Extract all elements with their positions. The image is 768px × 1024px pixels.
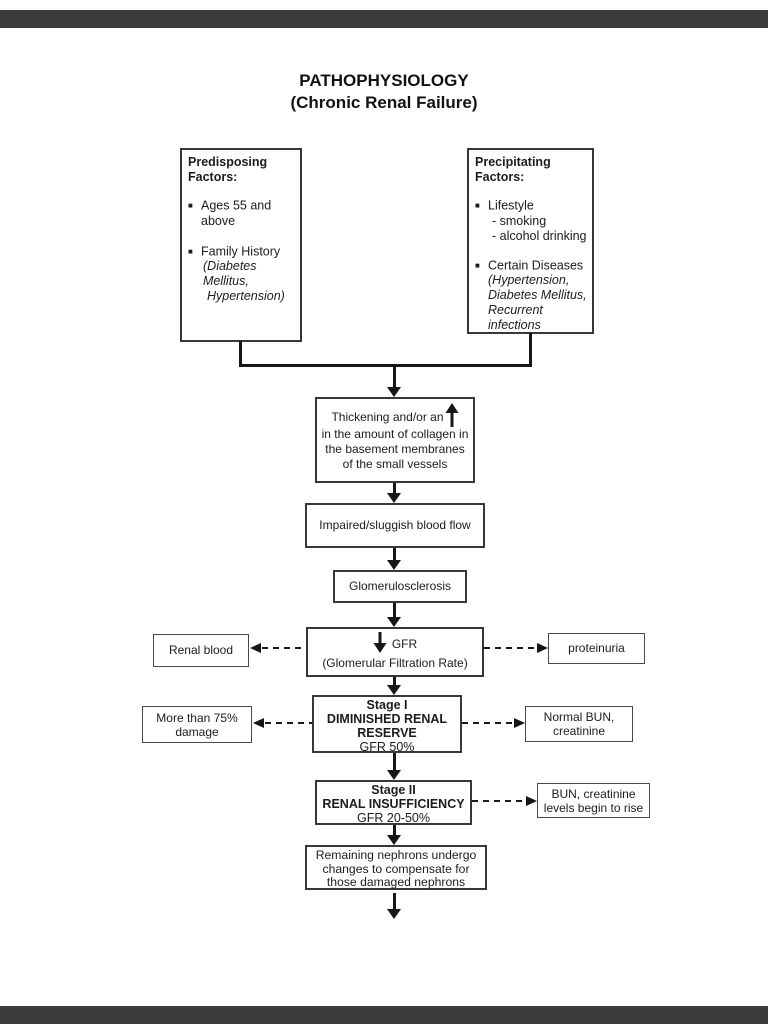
decrease-down-arrow-icon [373,632,387,653]
viewer-top-bar [0,10,768,28]
precipitating-item-diseases: ■Certain Diseases (Hypertension, Diabete… [475,258,587,332]
predisposing-item-family-history: ■Family History (Diabetes Mellitus, Hype… [188,244,285,303]
precipitating-factors-box: Precipitating Factors: ■Lifestyle - smok… [467,148,594,334]
dashed-arrow-left [253,718,312,729]
more-damage-note-box: More than 75% damage [142,706,252,743]
bullet-square-icon: ■ [475,260,480,270]
viewer-bottom-bar [0,1006,768,1024]
dashed-arrow-right [472,796,537,807]
title-line-2: (Chronic Renal Failure) [290,93,478,112]
connector-horizontal-line [239,364,532,367]
precipitating-item-lifestyle: ■Lifestyle - smoking - alcohol drinking [475,198,587,243]
collagen-thickening-box: Thickening and/or an in the amount of co… [315,397,475,483]
dashed-arrow-right [484,643,548,654]
proteinuria-note-box: proteinuria [548,633,645,664]
stage1-diminished-renal-reserve-box: Stage I DIMINISHED RENAL RESERVE GFR 50% [312,695,462,754]
increase-up-arrow-icon [445,403,459,427]
dashed-arrow-left [250,643,306,654]
bullet-square-icon: ■ [475,201,480,210]
decreased-gfr-box: GFR (Glomerular Filtration Rate) [306,627,484,677]
predisposing-factors-box: Predisposing Factors: ■Ages 55 and above… [180,148,302,342]
connector-left-stub [239,341,242,367]
bun-rise-note-box: BUN, creatinine levels begin to rise [537,783,650,818]
glomerulosclerosis-box: Glomerulosclerosis [333,570,467,603]
remaining-nephrons-box: Remaining nephrons undergo changes to co… [305,845,487,890]
predisposing-heading: Predisposing Factors: [188,155,268,184]
predisposing-item-age: ■Ages 55 and above [188,198,272,228]
bullet-square-icon: ■ [188,201,193,210]
connector-right-stub [529,333,532,367]
stage2-renal-insufficiency-box: Stage II RENAL INSUFFICIENCY GFR 20-50% [315,780,472,825]
page-title: PATHOPHYSIOLOGY (Chronic Renal Failure) [0,70,768,114]
impaired-blood-flow-box: Impaired/sluggish blood flow [305,503,485,548]
title-line-1: PATHOPHYSIOLOGY [299,71,469,90]
bullet-square-icon: ■ [188,246,193,256]
dashed-arrow-right [462,718,525,729]
precipitating-heading: Precipitating Factors: [475,155,551,184]
renal-blood-note-box: Renal blood [153,634,249,667]
normal-bun-note-box: Normal BUN, creatinine [525,706,633,742]
